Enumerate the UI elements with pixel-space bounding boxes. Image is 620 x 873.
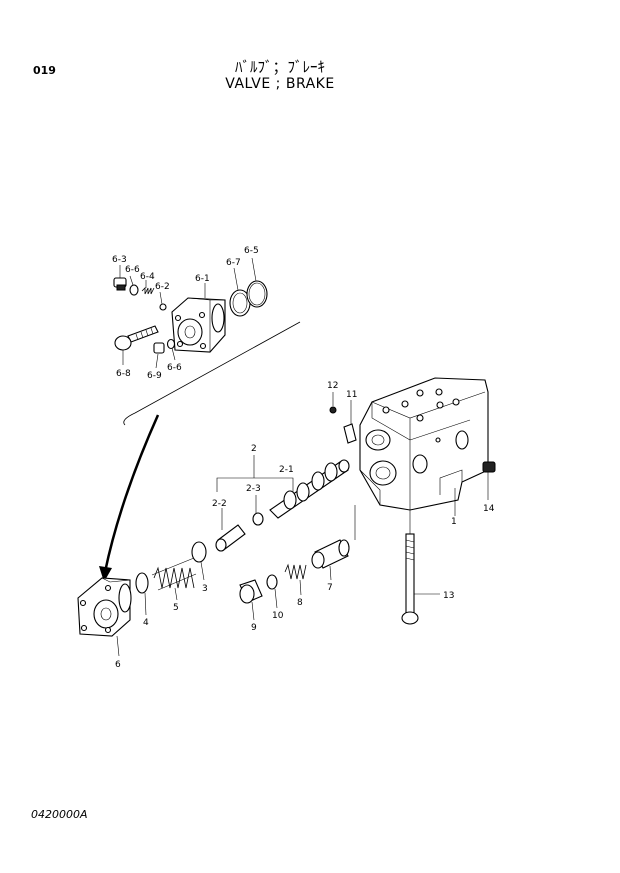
label-10: 10 (272, 611, 284, 621)
title-english: VALVE ; BRAKE (225, 76, 335, 92)
part-10-ring (266, 574, 278, 590)
label-6-1: 6-1 (195, 274, 210, 284)
part-6-4-spring (141, 287, 155, 295)
label-6-7: 6-7 (226, 258, 241, 268)
part-6-6-ring (129, 284, 139, 296)
label-3: 3 (202, 584, 208, 594)
part-2-2-spool-end (215, 524, 246, 552)
label-2: 2 (251, 444, 257, 454)
part-6-9-plug (153, 342, 165, 354)
part-6-8-bolt (114, 325, 159, 351)
label-7: 7 (327, 583, 333, 593)
part-2-1-spool (269, 459, 350, 519)
part-6-2-ball (159, 303, 167, 311)
detail-arrow (99, 414, 160, 582)
label-6-5: 6-5 (244, 246, 259, 256)
part-14-plug (482, 461, 496, 473)
part-1-valve-body (359, 377, 489, 511)
label-6-6: 6-6 (125, 265, 140, 275)
label-8: 8 (297, 598, 303, 608)
label-6: 6 (115, 660, 121, 670)
label-2-3: 2-3 (246, 484, 261, 494)
label-6-4: 6-4 (140, 272, 155, 282)
label-9: 9 (251, 623, 257, 633)
label-5: 5 (173, 603, 179, 613)
part-6-6-ring-lower (166, 338, 176, 350)
label-6-3: 6-3 (112, 255, 127, 265)
part-6-1-cover (171, 297, 226, 353)
part-3-ring (191, 541, 207, 563)
part-7-piston (311, 539, 350, 569)
label-14: 14 (483, 504, 495, 514)
detail-cover-assembly (113, 257, 301, 426)
label-11: 11 (346, 390, 357, 400)
page-number: 019 (33, 64, 56, 77)
part-8-spring (284, 563, 307, 580)
part-6-5-oring (246, 280, 268, 308)
callout-labels: 6-3 6-6 6-4 6-2 6-1 6-7 6-5 6-8 6-9 6-6 … (112, 246, 495, 670)
label-6-8: 6-8 (116, 369, 131, 379)
label-12: 12 (327, 381, 338, 391)
part-6-3-plug (113, 277, 127, 291)
label-13: 13 (443, 591, 454, 601)
label-2-2: 2-2 (212, 499, 227, 509)
label-6-6-lower: 6-6 (167, 363, 182, 373)
part-13-bolt (401, 533, 419, 625)
part-4-ring (135, 572, 149, 594)
part-6-cover (77, 577, 132, 637)
part-2-3-washer (252, 512, 264, 526)
part-11-plate (343, 423, 357, 444)
label-6-2: 6-2 (155, 282, 170, 292)
part-12-screw (329, 406, 337, 414)
label-6-9: 6-9 (147, 371, 162, 381)
label-2-1: 2-1 (279, 465, 294, 475)
part-9-plug (239, 579, 263, 604)
footer-code: 0420000A (31, 808, 88, 821)
part-5-spring (151, 557, 197, 591)
title-japanese: ﾊﾞﾙﾌﾞ；ﾌﾞﾚｰｷ (234, 58, 325, 76)
label-1: 1 (451, 517, 457, 527)
bracket-2 (216, 455, 294, 530)
label-4: 4 (143, 618, 149, 628)
